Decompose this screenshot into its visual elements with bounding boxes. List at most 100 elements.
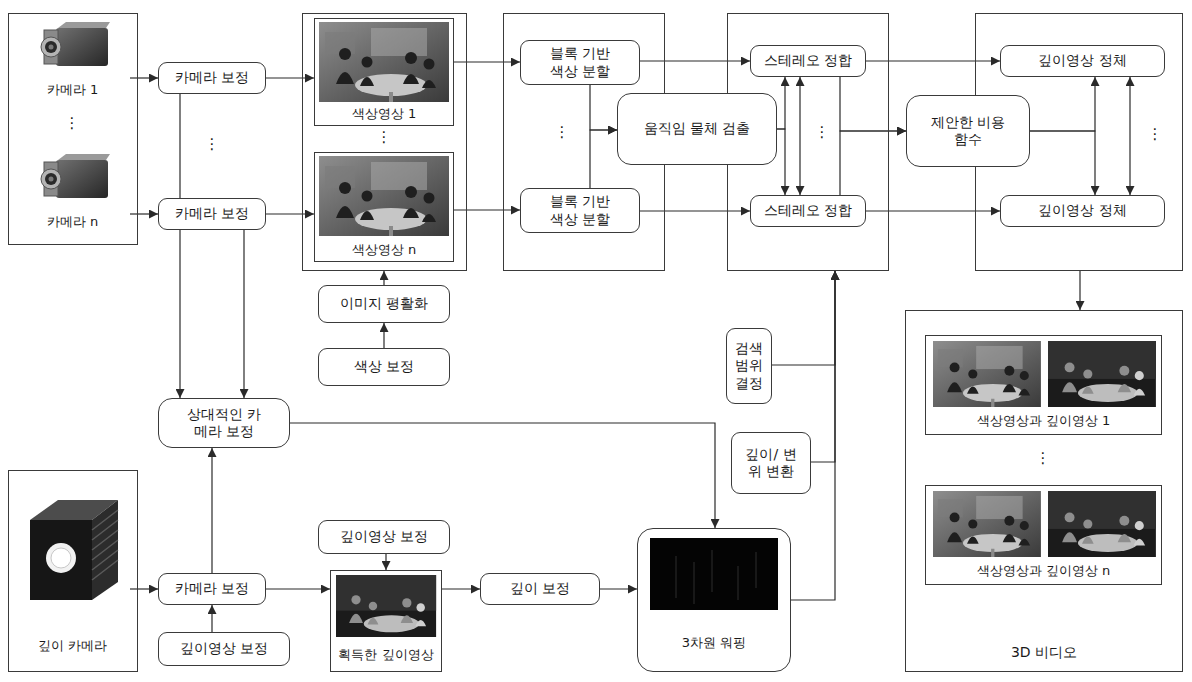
caption-holder: 카메라 1 [15, 82, 130, 98]
color-photo [319, 156, 449, 236]
process-box: 스테레오 정합 [750, 195, 866, 227]
warping-image [650, 538, 778, 610]
depth-camera-icon [92, 540, 118, 560]
box-label: 카메라 보정 [175, 580, 249, 598]
process-box: 블록 기반 색상 분할 [520, 40, 640, 85]
group-frame: 깊이 카메라 [8, 470, 138, 672]
process-box: 색상 보정 [318, 348, 450, 386]
box-label: 블록 기반 색상 분할 [542, 45, 618, 80]
connector-arrow [777, 77, 785, 129]
depth-camera-icon [92, 510, 118, 530]
depth-camera-icon [46, 543, 76, 573]
image-frame: 색상영상 1 [314, 18, 454, 126]
caption-label: 색상영상과 깊이영상 n [977, 563, 1111, 579]
box-label: 스테레오 정합 [764, 202, 852, 220]
label-holder: ⋮ [60, 114, 84, 136]
depth-camera-icon [92, 520, 118, 540]
connector-arrow [179, 94, 180, 398]
caption-label: 깊이 카메라 [38, 638, 107, 654]
box-label: 깊이 보정 [510, 580, 570, 598]
depth-camera-icon [92, 560, 118, 580]
label-holder: ⋮ [550, 123, 574, 145]
depth-camera-icon [51, 548, 71, 568]
process-box: 깊이/ 변위 변환 [731, 432, 811, 494]
ellipsis-mark: ⋮ [60, 114, 84, 133]
connector-arrow [840, 77, 906, 131]
caption-holder: 3차원 워핑 [638, 635, 790, 651]
box-label: 블록 기반 색상 분할 [542, 193, 618, 228]
connector-arrow [290, 423, 715, 528]
depth-map [1048, 341, 1156, 407]
rounded-process-box: 제안한 비용함수 [906, 95, 1030, 167]
caption-label: 획득한 깊이영상 [338, 647, 433, 663]
connector-arrow [211, 448, 212, 573]
connector-arrow [1030, 131, 1095, 195]
label-holder: ⋮ [1143, 125, 1167, 147]
box-label: 깊이영상 정체 [1038, 52, 1126, 70]
caption-holder: 획득한 깊이영상 [331, 647, 441, 663]
process-box: 검색 범위 결정 [726, 328, 772, 404]
caption-label: 카메라 1 [47, 82, 98, 98]
connector-arrow [840, 131, 906, 195]
ellipsis-mark: ⋮ [1031, 449, 1055, 468]
process-box: 깊이영상 정체 [1000, 45, 1165, 77]
box-label: 스테레오 정합 [764, 52, 852, 70]
caption-label: 색상영상 n [352, 242, 416, 258]
caption-holder: 색상영상과 깊이영상 n [926, 563, 1161, 579]
box-label: 카메라 보정 [175, 205, 249, 223]
connector-arrow [442, 588, 480, 589]
group-frame: 3D 비디오색상영상과 깊이영상 1색상영상과 깊이영상 n [905, 310, 1183, 672]
image-frame: 색상영상과 깊이영상 n [925, 485, 1162, 585]
ellipsis-mark: ⋮ [200, 135, 224, 154]
connector-arrow [640, 210, 750, 211]
process-box: 스테레오 정합 [750, 45, 866, 77]
warping-image [738, 566, 739, 600]
box-label: 이미지 평활화 [340, 295, 428, 313]
connector-arrow [454, 209, 520, 210]
ellipsis-mark: ⋮ [1143, 125, 1167, 144]
depth-camera-icon [92, 530, 118, 550]
process-box: 카메라 보정 [158, 573, 266, 605]
rounded-process-box: 움직임 물체 검출 [617, 93, 777, 165]
warping-image [650, 538, 778, 610]
caption-holder: 3D 비디오 [906, 644, 1182, 662]
label-holder: ⋮ [1031, 449, 1055, 471]
connector-arrow [811, 271, 835, 462]
connector-arrow [590, 130, 617, 188]
device-figure: 카메라 n [15, 148, 130, 234]
caption-holder: 카메라 n [15, 214, 130, 230]
depth-camera-icon [92, 500, 118, 600]
camera-icon [41, 154, 110, 198]
ellipsis-mark: ⋮ [550, 123, 574, 142]
caption-holder: 색상영상 1 [315, 106, 453, 122]
connector-arrow [777, 129, 785, 195]
warping-image [676, 550, 756, 604]
label-holder: ⋮ [810, 123, 834, 145]
process-box: 이미지 평활화 [318, 285, 450, 323]
connector-arrow [772, 271, 835, 365]
caption-label: 3D 비디오 [1011, 644, 1077, 662]
process-box: 깊이영상 정체 [1000, 195, 1165, 227]
box-label: 검색 범위 결정 [733, 340, 765, 393]
warping-image [756, 552, 757, 588]
box-label: 깊이영상 정체 [1038, 202, 1126, 220]
connector-arrow [130, 588, 158, 589]
connector-arrow [266, 213, 314, 214]
image-frame: 획득한 깊이영상 [330, 570, 442, 672]
depth-camera-icon [92, 510, 118, 580]
ellipsis-mark: ⋮ [810, 123, 834, 142]
color-photo [933, 341, 1041, 407]
connector-arrow [243, 230, 244, 398]
connector-arrow [266, 77, 314, 78]
caption-holder: 깊이 카메라 [15, 638, 130, 654]
connector-arrow [640, 60, 750, 61]
color-photo [933, 491, 1041, 557]
connector-arrow [1030, 77, 1095, 131]
connector-arrow [383, 323, 384, 348]
process-box: 블록 기반 색상 분할 [520, 188, 640, 233]
depth-map [1048, 491, 1156, 557]
box-label: 색상 보정 [354, 358, 414, 376]
process-box: 깊이 보정 [480, 573, 600, 605]
box-label: 깊이/ 변위 변환 [741, 446, 802, 481]
caption-holder: 색상영상 n [315, 242, 453, 258]
